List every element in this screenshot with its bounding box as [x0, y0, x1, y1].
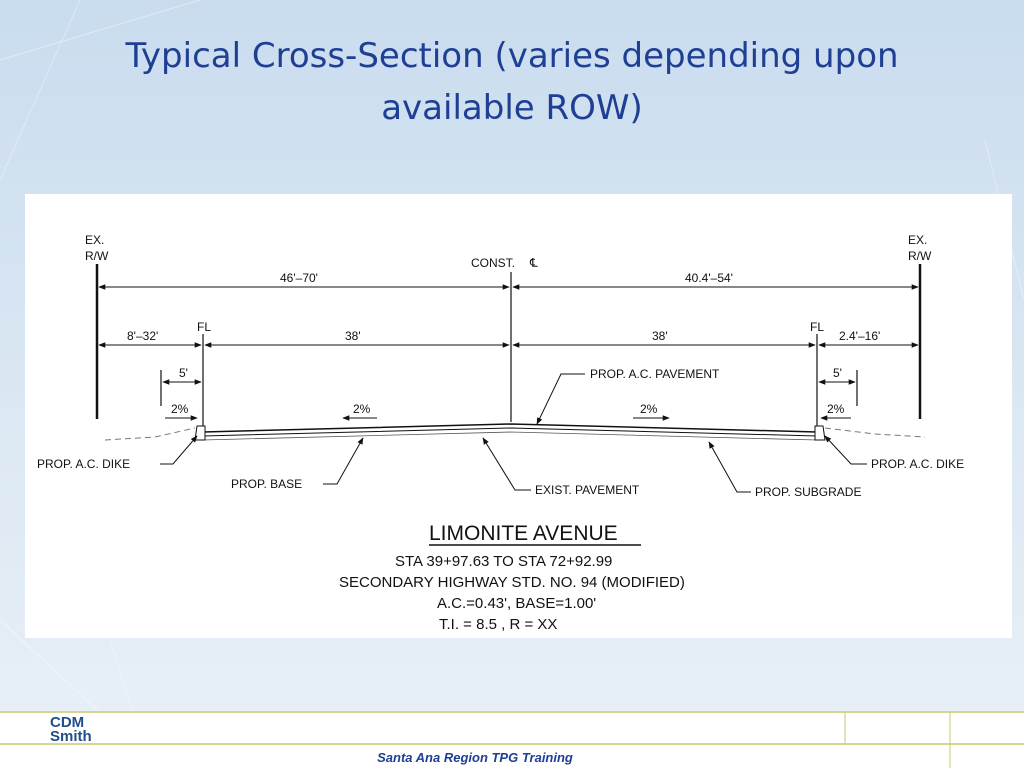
dim-right-shoulder: 2.4'–16' — [839, 329, 880, 343]
cross-section-drawing: EX. R/W EX. R/W CONST. ℄ 46'–70' 40.4'–5… — [25, 194, 1012, 638]
caption-line-3: SECONDARY HIGHWAY STD. NO. 94 (MODIFIED) — [339, 574, 685, 591]
slope-far-right: 2% — [827, 402, 845, 416]
dim-right-total: 40.4'–54' — [685, 271, 733, 285]
caption-line-5: T.I. = 8.5 , R = XX — [439, 616, 557, 633]
dim-left-shoulder: 8'–32' — [127, 329, 158, 343]
label-prop-ac-pavement: PROP. A.C. PAVEMENT — [590, 367, 720, 381]
caption-title: LIMONITE AVENUE — [429, 522, 618, 545]
label-prop-ac-dike-right: PROP. A.C. DIKE — [871, 457, 964, 471]
centerline-symbol: ℄ — [529, 256, 538, 270]
pavement-bottom — [202, 427, 818, 437]
caption-line-4: A.C.=0.43', BASE=1.00' — [437, 595, 596, 612]
right-dike — [814, 425, 826, 441]
slope-right: 2% — [640, 402, 658, 416]
leader-prop-ac-dike-right — [824, 435, 867, 465]
dim-left-total: 46'–70' — [280, 271, 318, 285]
fl-right-label: FL — [810, 320, 824, 334]
slope-far-left: 2% — [171, 402, 189, 416]
slide-title: Typical Cross-Section (varies depending … — [40, 30, 984, 134]
dim-right-lane: 38' — [652, 329, 668, 343]
dim-5-left: 5' — [179, 366, 188, 380]
leader-exist-pavement — [482, 437, 531, 491]
left-rw-label-1: EX. — [85, 233, 104, 247]
ground-left — [104, 427, 196, 441]
right-rw-label-1: EX. — [908, 233, 927, 247]
title-line-2: available ROW) — [381, 88, 643, 128]
leader-prop-base — [323, 437, 364, 485]
label-exist-pavement: EXIST. PAVEMENT — [535, 483, 640, 497]
slope-left: 2% — [353, 402, 371, 416]
logo-line-1: CDM — [50, 714, 85, 731]
dim-left-lane: 38' — [345, 329, 361, 343]
logo-line-2: Smith — [50, 728, 92, 745]
cdm-smith-logo: CDM Smith — [50, 714, 92, 745]
footer-grid — [0, 711, 1024, 768]
leader-prop-ac-dike-left — [160, 435, 198, 465]
label-prop-base: PROP. BASE — [231, 477, 302, 491]
leader-prop-subgrade — [708, 441, 751, 493]
leader-prop-ac-pavement — [536, 373, 585, 425]
label-prop-subgrade: PROP. SUBGRADE — [755, 485, 861, 499]
slide-footer — [0, 711, 1024, 768]
caption-line-2: STA 39+97.63 TO STA 72+92.99 — [395, 553, 612, 570]
left-rw-label-2: R/W — [85, 249, 109, 263]
left-dike — [194, 425, 206, 441]
title-line-1: Typical Cross-Section (varies depending … — [125, 36, 899, 76]
right-rw-label-2: R/W — [908, 249, 932, 263]
dim-5-right: 5' — [833, 366, 842, 380]
label-prop-ac-dike-left: PROP. A.C. DIKE — [37, 457, 130, 471]
pavement-top — [202, 423, 818, 433]
centerline-label: CONST. — [471, 256, 515, 270]
fl-left-label: FL — [197, 320, 211, 334]
footer-text: Santa Ana Region TPG Training — [377, 750, 573, 765]
cross-section-svg: EX. R/W EX. R/W CONST. ℄ 46'–70' 40.4'–5… — [37, 233, 964, 633]
ground-right — [824, 427, 926, 438]
base-bottom — [202, 431, 818, 441]
